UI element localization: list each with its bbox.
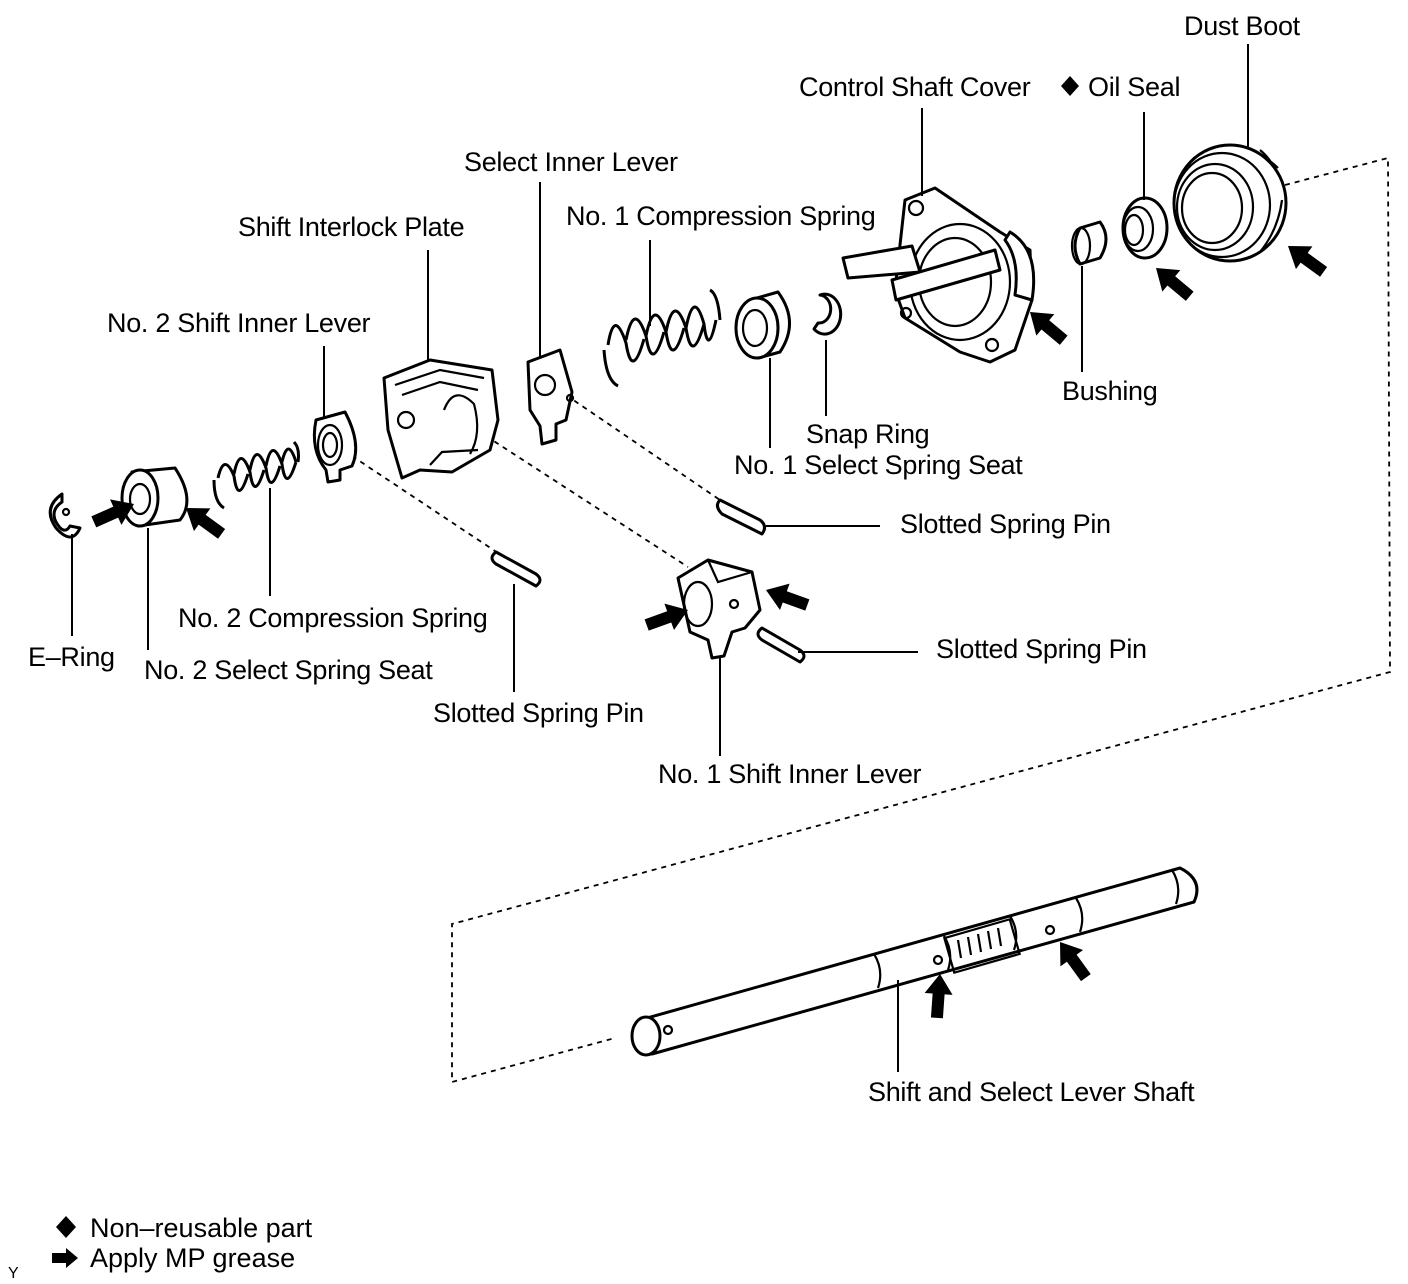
- label-control-shaft-cover: Control Shaft Cover: [799, 72, 1031, 102]
- part-labels: Dust Boot Control Shaft Cover Oil Seal S…: [28, 11, 1301, 1107]
- diamond-icon: [1061, 76, 1079, 96]
- label-dust-boot: Dust Boot: [1184, 11, 1301, 41]
- no2-shift-inner-lever-part: [312, 410, 358, 484]
- corner-mark: Y: [8, 1265, 19, 1282]
- dust-boot-part: [1172, 143, 1288, 263]
- label-e-ring: E–Ring: [28, 642, 115, 672]
- grease-arrow-icon: [52, 1248, 78, 1268]
- label-slotted-spring-pin-3: Slotted Spring Pin: [433, 698, 644, 728]
- no1-shift-inner-lever-part: [676, 558, 762, 660]
- no1-compression-spring-part: [602, 288, 722, 388]
- bushing-part: [1070, 220, 1108, 266]
- label-no2-compression-spring: No. 2 Compression Spring: [178, 603, 487, 633]
- label-no2-select-spring-seat: No. 2 Select Spring Seat: [144, 655, 433, 685]
- label-no1-shift-inner-lever: No. 1 Shift Inner Lever: [658, 759, 922, 789]
- label-shift-select-lever-shaft: Shift and Select Lever Shaft: [868, 1077, 1195, 1107]
- select-inner-lever-part: [526, 348, 575, 446]
- label-bushing: Bushing: [1062, 376, 1157, 406]
- legend-non-reusable: Non–reusable part: [90, 1213, 313, 1243]
- oil-seal-part: [1121, 196, 1169, 260]
- diamond-icon: [56, 1216, 76, 1238]
- label-no2-shift-inner-lever: No. 2 Shift Inner Lever: [107, 308, 371, 338]
- legend: Non–reusable part Apply MP grease Y: [8, 1213, 313, 1282]
- assembly-lines: [351, 156, 1391, 1084]
- no2-select-spring-seat-part: [120, 466, 189, 528]
- no2-compression-spring-part: [212, 440, 300, 510]
- leader-lines: [71, 44, 1249, 1072]
- slotted-spring-pin-2-part: [756, 626, 806, 664]
- snap-ring-part: [812, 292, 843, 336]
- label-snap-ring: Snap Ring: [806, 419, 929, 449]
- label-oil-seal: Oil Seal: [1088, 72, 1180, 102]
- label-slotted-spring-pin-2: Slotted Spring Pin: [936, 634, 1147, 664]
- shift-interlock-plate-part: [382, 358, 500, 480]
- label-no1-select-spring-seat: No. 1 Select Spring Seat: [734, 450, 1023, 480]
- label-slotted-spring-pin-1: Slotted Spring Pin: [900, 509, 1111, 539]
- slotted-spring-pin-1-part: [715, 498, 767, 536]
- no1-select-spring-seat-part: [734, 290, 791, 360]
- label-select-inner-lever: Select Inner Lever: [464, 147, 678, 177]
- legend-apply-grease: Apply MP grease: [90, 1243, 295, 1273]
- control-shaft-cover-part: [841, 186, 1036, 364]
- slotted-spring-pin-3-part: [490, 550, 542, 588]
- e-ring-part: [48, 492, 82, 539]
- label-no1-compression-spring: No. 1 Compression Spring: [566, 201, 875, 231]
- shift-select-lever-shaft-part: [630, 866, 1199, 1057]
- label-shift-interlock-plate: Shift Interlock Plate: [238, 212, 464, 242]
